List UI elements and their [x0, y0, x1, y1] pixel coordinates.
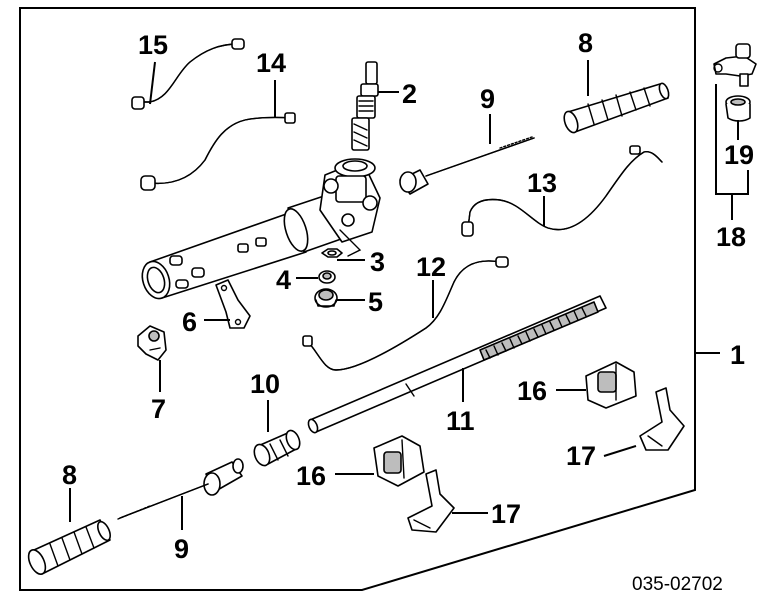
part-14-hose	[140, 112, 296, 191]
part-3-nut	[321, 248, 343, 258]
callout-1: 1	[730, 340, 745, 370]
figure-code: 035-02702	[632, 574, 723, 595]
part-2-valve-shaft	[351, 61, 379, 151]
callout-19: 19	[724, 140, 754, 170]
part-6-bracket	[215, 279, 251, 329]
rack-housing	[141, 158, 381, 300]
callout-10: 10	[250, 369, 280, 399]
callout-18: 18	[716, 222, 746, 252]
callout-14: 14	[256, 48, 286, 78]
callout-11: 11	[446, 406, 475, 436]
callout-4: 4	[276, 265, 291, 295]
part-15-hose	[131, 38, 245, 110]
part-8-boot-top	[563, 82, 670, 134]
part-8-boot-bottom	[27, 519, 111, 575]
part-17-clamp-right	[639, 387, 685, 451]
callout-12: 12	[416, 252, 446, 282]
callout-9-bottom: 9	[174, 534, 189, 564]
part-4-washer	[318, 270, 336, 284]
callout-17-bottom: 17	[491, 499, 521, 529]
part-17-clamp-bottom	[407, 469, 455, 533]
part-13-pipe	[461, 145, 663, 237]
part-18-tie-rod-end	[713, 43, 757, 87]
part-12-pipe	[302, 256, 509, 371]
callout-3: 3	[370, 247, 385, 277]
callout-15: 15	[138, 30, 168, 60]
part-5-bushing	[314, 288, 338, 308]
callout-7: 7	[151, 394, 166, 424]
callout-13: 13	[527, 168, 557, 198]
callout-6: 6	[182, 307, 197, 337]
assembly-boundary	[19, 7, 696, 591]
callout-8-top: 8	[578, 28, 593, 58]
callout-16-right: 16	[517, 376, 547, 406]
part-16-bushing-bottom	[373, 435, 425, 487]
callout-8-bottom: 8	[62, 460, 77, 490]
callout-17-right: 17	[566, 441, 596, 471]
part-9-tie-rod-bottom	[117, 458, 244, 520]
callout-9-top: 9	[480, 84, 495, 114]
part-10-bushing	[253, 429, 301, 467]
callout-16-bottom: 16	[296, 461, 326, 491]
part-9-tie-rod-top	[399, 136, 535, 195]
part-16-bushing-right	[585, 361, 637, 409]
part-7-clamp	[137, 325, 167, 361]
callout-5: 5	[368, 287, 383, 317]
part-11-rack-bar	[307, 295, 607, 434]
callout-2: 2	[402, 79, 417, 109]
part-19-boot	[725, 95, 751, 122]
leader-lines	[69, 60, 749, 530]
callout-labels: 15 14 2 9 8 13 3 4 5 6 12 7 10 11 16 17 …	[62, 28, 754, 564]
